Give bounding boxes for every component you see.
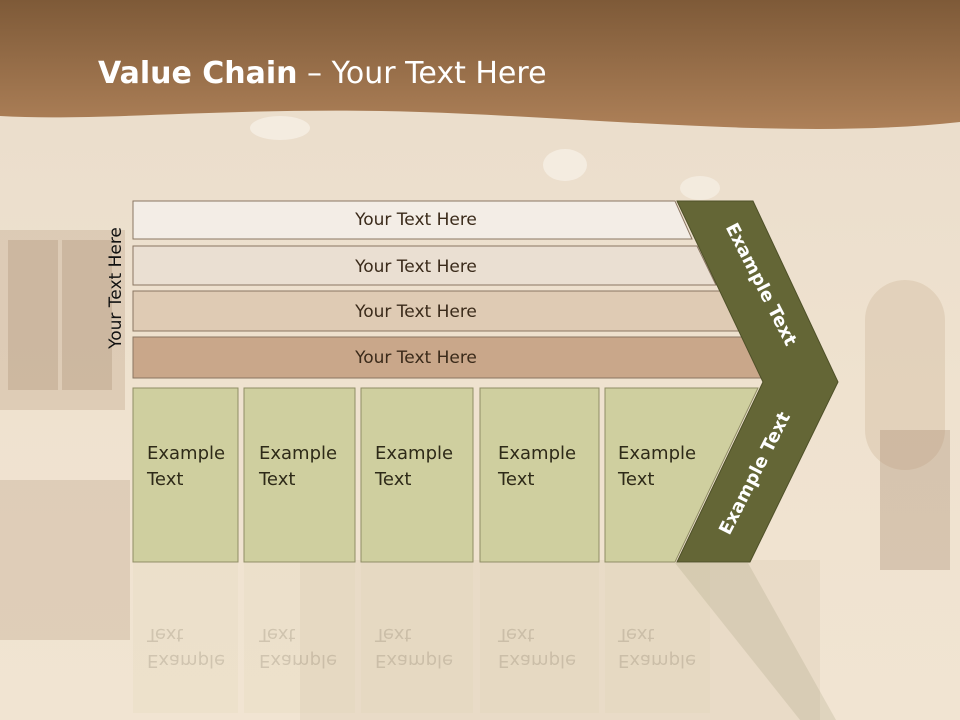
activity-box-4-line2: Text	[497, 469, 534, 490]
box-reflection-text: Example	[259, 650, 337, 671]
activity-box-1	[132, 387, 239, 563]
box-reflection-text: Text	[146, 624, 183, 645]
box-reflection	[605, 563, 710, 713]
box-reflection-text: Text	[374, 624, 411, 645]
activity-box-3-line1: Example	[375, 443, 453, 464]
activity-box-2-line1: Example	[259, 443, 337, 464]
box-reflection-text: Example	[147, 650, 225, 671]
box-reflection-text: Text	[258, 624, 295, 645]
title-rest: – Your Text Here	[297, 56, 547, 91]
row-label-3: Your Text Here	[354, 302, 477, 322]
box-reflection	[480, 563, 599, 713]
row-bar-2	[132, 245, 717, 286]
margin-chevron	[676, 200, 839, 563]
activity-box-1-line1: Example	[147, 443, 225, 464]
row-label-1: Your Text Here	[354, 210, 477, 230]
box-reflection-text: Example	[498, 650, 576, 671]
activity-box-3	[360, 387, 474, 563]
box-reflection-text: Example	[618, 650, 696, 671]
title-bold: Value Chain	[98, 56, 298, 91]
box-reflection	[361, 563, 473, 713]
box-reflection	[133, 563, 238, 713]
row-label-4: Your Text Here	[354, 348, 477, 368]
activity-box-5-line1: Example	[618, 443, 696, 464]
box-reflection-text: Text	[497, 624, 534, 645]
activity-box-1-line2: Text	[146, 469, 183, 490]
side-label: Your Text Here	[106, 227, 126, 350]
activity-box-3-line2: Text	[374, 469, 411, 490]
activity-box-4	[479, 387, 600, 563]
row-bar-1	[132, 200, 693, 240]
reflection-group: Example Text Example Text Example Text E…	[133, 563, 836, 720]
activity-box-2-line2: Text	[258, 469, 295, 490]
box-reflection	[244, 563, 355, 713]
box-reflection-text: Text	[617, 624, 654, 645]
activity-box-4-line1: Example	[498, 443, 576, 464]
activity-box-5	[604, 387, 759, 563]
chevron-reflection	[675, 563, 836, 720]
activity-box-5-line2: Text	[617, 469, 654, 490]
slide-title: Value Chain – Your Text Here	[98, 54, 547, 94]
row-label-2: Your Text Here	[354, 257, 477, 277]
box-reflection-text: Example	[375, 650, 453, 671]
activity-box-2	[243, 387, 356, 563]
